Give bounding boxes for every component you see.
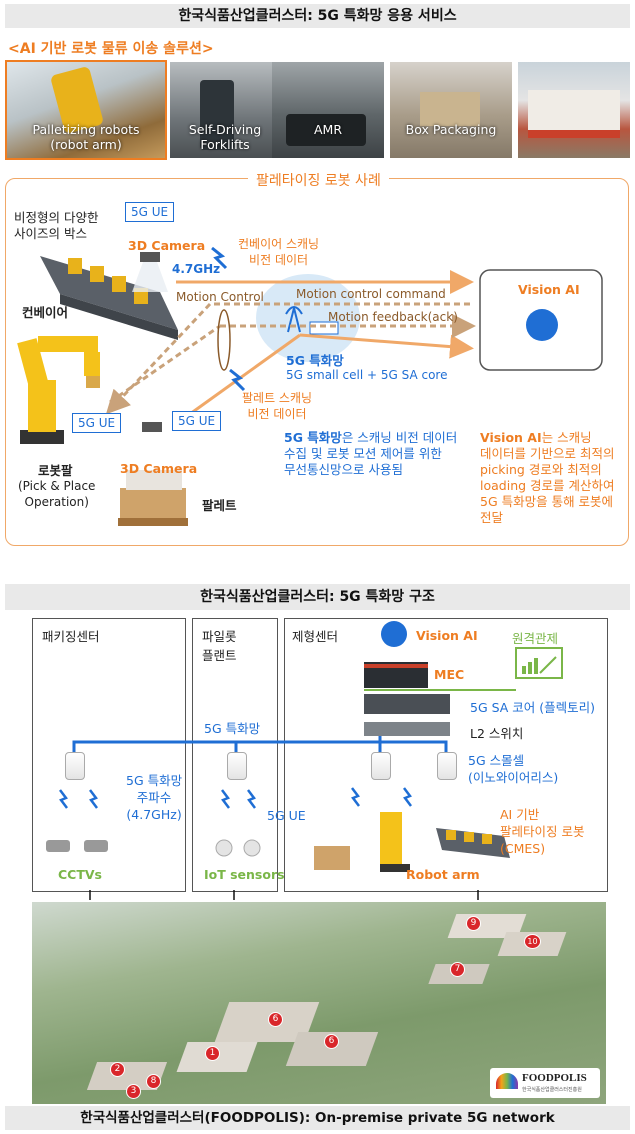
- pallet-label: 팔레트: [202, 498, 237, 513]
- freq-label: 4.7GHz: [172, 262, 221, 276]
- cctv-icon: [46, 840, 70, 852]
- building-image: [528, 90, 620, 138]
- ai-head-icon: [526, 309, 558, 341]
- ue-label: 5G UE: [267, 808, 306, 823]
- foodpolis-logo: FOODPOLIS 한국식품산업클러스터진흥원: [490, 1068, 600, 1098]
- lightning-icon: [211, 246, 228, 270]
- photo-caption: Box Packaging: [405, 122, 497, 137]
- photo-palletizing: Palletizing robots(robot arm): [5, 60, 167, 160]
- panel-packaging-label: 패키징센터: [42, 629, 100, 644]
- structure-title: 한국식품산업클러스터: 5G 특화망 구조: [5, 584, 630, 610]
- logo-sub-text: 한국식품산업클러스터진흥원: [522, 1087, 582, 1093]
- robot-arm-label: 로봇팔: [38, 463, 73, 478]
- photo-building: [518, 62, 630, 158]
- marker: 8: [146, 1074, 161, 1089]
- camera-top-icon: [140, 252, 160, 262]
- box-image: [420, 92, 480, 126]
- panel-forming: [284, 618, 608, 892]
- vision-ai-label: Vision AI: [518, 282, 580, 297]
- structure-svg: [46, 621, 563, 900]
- ue-left: 5G UE: [72, 413, 122, 433]
- marker: 6: [324, 1034, 339, 1049]
- marker: 3: [126, 1084, 141, 1099]
- motion-feedback-label: Motion feedback(ack): [328, 310, 458, 324]
- marker: 10: [524, 934, 541, 949]
- structure-vision-ai: Vision AI: [416, 628, 478, 643]
- marker: 9: [466, 916, 481, 931]
- top-title: 한국식품산업클러스터: 5G 특화망 응용 서비스: [5, 4, 630, 28]
- motion-control-label: Motion Control: [176, 290, 264, 304]
- photo-box-packaging: Box Packaging: [390, 62, 512, 158]
- small-cell-icon: [65, 752, 85, 780]
- sa-core-label: 5G SA 코어 (플렉토리): [470, 700, 596, 715]
- motion-command-label: Motion control command: [296, 287, 446, 301]
- campus-caption: 한국식품산업클러스터(FOODPOLIS): On-premise privat…: [5, 1106, 630, 1130]
- iot-label: IoT sensors: [204, 867, 285, 882]
- marker: 2: [110, 1062, 125, 1077]
- conveyor-label: 컨베이어: [22, 305, 69, 320]
- camera-top-label: 3D Camera: [128, 238, 206, 253]
- l2-label: L2 스위치: [470, 726, 524, 741]
- small-cell-label: 5G 스몰셀(이노와이어리스): [468, 753, 559, 785]
- ue-mid: 5G UE: [172, 411, 222, 431]
- iot-sensor-icon: [243, 839, 261, 857]
- small-cell-icon: [227, 752, 247, 780]
- lightning-icon: [229, 368, 246, 392]
- mec-label: MEC: [434, 667, 465, 682]
- net-sub: 5G small cell + 5G SA core: [286, 368, 448, 382]
- sa-core-server: [364, 694, 450, 714]
- remote-label: 원격관제: [512, 631, 559, 646]
- antenna-icon: [285, 306, 303, 333]
- l2-switch: [364, 722, 450, 736]
- robot-arm-illustration: [17, 336, 100, 444]
- cell-halo: [256, 274, 360, 362]
- small-cell-icon: [371, 752, 391, 780]
- case-diagram-svg: [17, 246, 603, 526]
- marker: 7: [450, 962, 465, 977]
- small-cell-icon: [437, 752, 457, 780]
- ai-head-icon: [381, 621, 407, 647]
- camera-bottom-icon: [142, 422, 162, 432]
- iot-sensor-icon: [215, 839, 233, 857]
- photo-amr: AMR: [272, 62, 384, 158]
- cctv-label: CCTVs: [58, 867, 102, 882]
- panel-packaging: [32, 618, 186, 892]
- amr-image: [286, 114, 366, 146]
- net-title: 5G 특화망: [286, 353, 344, 368]
- net-label: 5G 특화망: [204, 721, 261, 736]
- case-title: 팔레타이징 로봇 사례: [248, 170, 389, 190]
- ue-top: 5G UE: [125, 202, 175, 222]
- photo-caption: AMR: [313, 122, 343, 137]
- camera-bottom-label: 3D Camera: [120, 461, 198, 476]
- pallet-illustration: [118, 470, 188, 526]
- robot-arm-label: Robot arm: [406, 867, 480, 882]
- marker: 1: [205, 1046, 220, 1061]
- marker: 6: [268, 1012, 283, 1027]
- panel-forming-label: 제형센터: [292, 629, 339, 644]
- photo-caption: Palletizing robots(robot arm): [32, 122, 140, 152]
- logo-mark-icon: [496, 1073, 518, 1089]
- forklift-image: [200, 80, 234, 150]
- panel-pilot: [192, 618, 278, 892]
- top-subtitle: <AI 기반 로봇 물류 이송 솔루션>: [8, 41, 214, 57]
- logo-text: FOODPOLIS: [522, 1072, 587, 1084]
- cctv-icon: [84, 840, 108, 852]
